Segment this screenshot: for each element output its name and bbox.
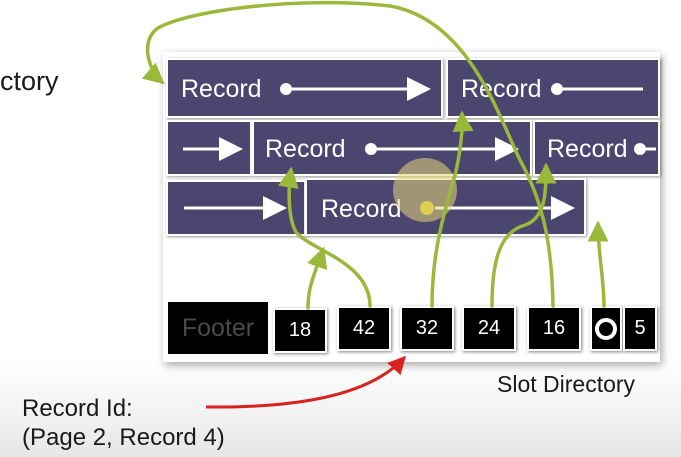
pointer-dot-icon — [595, 317, 617, 340]
page-footer: Footer — [168, 302, 268, 354]
slot-entry: 42 — [337, 306, 391, 351]
record-label: Record — [461, 75, 542, 103]
slot-count: 5 — [623, 306, 657, 351]
record-id-value: (Page 2, Record 4) — [22, 424, 225, 451]
slot-directory-label: Slot Directory — [497, 371, 636, 397]
record-dot-highlighted — [420, 201, 434, 215]
slot-entry: 16 — [527, 306, 581, 351]
record-pointer-arrows — [183, 77, 656, 220]
record-id-label: Record Id: — [22, 395, 133, 422]
slot-entry: 24 — [462, 306, 516, 351]
record-label: Record — [181, 75, 262, 103]
slot-count-pointer — [590, 306, 622, 351]
record-label: Record — [265, 135, 346, 163]
cursor-highlight — [393, 158, 457, 222]
slot-pointer-arrows — [141, 0, 609, 310]
record-label: Record — [547, 135, 628, 163]
record-label: Record — [321, 195, 402, 223]
slot-entry: 18 — [273, 308, 327, 353]
record-id-arrow — [205, 355, 407, 409]
partial-heading-text: ctory — [0, 66, 59, 96]
slot-entry: 32 — [400, 306, 454, 351]
